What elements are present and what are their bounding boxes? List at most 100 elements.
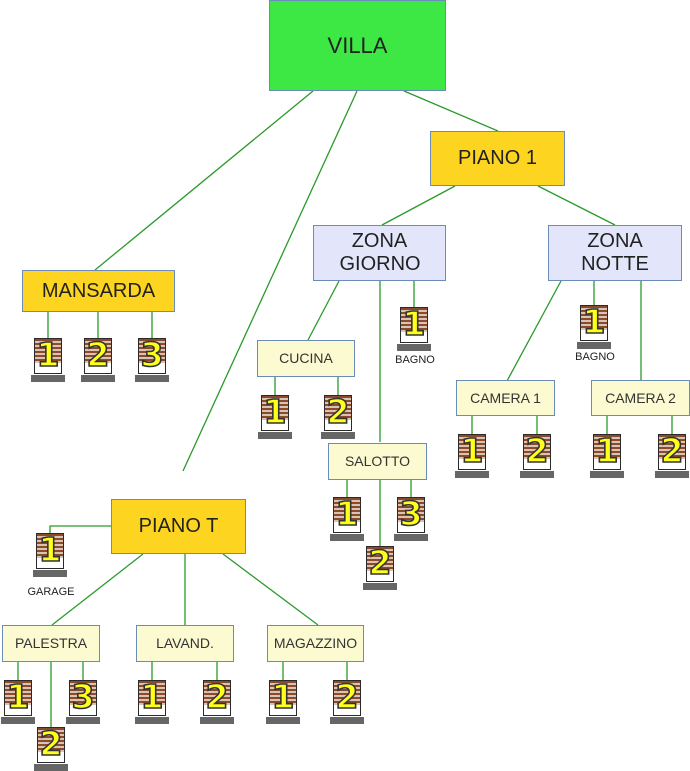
shutter-number: 1: [271, 677, 296, 717]
shutter-base: [200, 717, 234, 724]
shutter-icon[interactable]: 1: [455, 431, 489, 478]
shutter-icon[interactable]: 1: [33, 530, 67, 577]
node-lavand[interactable]: LAVAND.: [136, 625, 234, 662]
shutter-base: [330, 717, 364, 724]
shutter-number: 3: [140, 335, 165, 375]
shutter-base: [397, 344, 431, 351]
node-cucina[interactable]: CUCINA: [257, 340, 355, 377]
shutter-icon[interactable]: 1: [266, 677, 300, 724]
shutter-number: 1: [263, 392, 288, 432]
shutter-icon[interactable]: 3: [66, 677, 100, 724]
connector: [182, 90, 358, 472]
shutter-frame: [203, 680, 231, 716]
node-zona-notte[interactable]: ZONA NOTTE: [548, 225, 682, 281]
shutter-icon[interactable]: 2: [655, 431, 689, 478]
shutter-icon[interactable]: 3: [394, 494, 428, 541]
shutter-number: 2: [39, 724, 64, 764]
node-zona-giorno[interactable]: ZONA GIORNO: [313, 225, 446, 281]
shutter-base: [135, 375, 169, 382]
shutter-frame: [333, 680, 361, 716]
shutter-icon[interactable]: 2: [34, 724, 68, 771]
node-camera-2[interactable]: CAMERA 2: [591, 380, 690, 416]
shutter-number: 1: [36, 335, 61, 375]
shutter-number: 2: [86, 335, 111, 375]
shutter-slats: [139, 681, 165, 705]
caption-bagno-giorno: BAGNO: [395, 354, 435, 366]
shutter-number: 2: [205, 677, 230, 717]
node-label: PIANO 1: [458, 147, 537, 169]
shutter-slats: [85, 339, 111, 363]
shutter-frame: [84, 338, 112, 374]
shutter-frame: [324, 395, 352, 431]
shutter-frame: [261, 395, 289, 431]
shutter-icon[interactable]: 3: [135, 335, 169, 382]
shutter-icon[interactable]: 1: [258, 392, 292, 439]
shutter-icon[interactable]: 1: [590, 431, 624, 478]
shutter-number: 3: [71, 677, 96, 717]
shutter-slats: [38, 728, 64, 752]
shutter-icon[interactable]: 1: [577, 302, 611, 349]
shutter-number: 2: [660, 431, 685, 471]
shutter-base: [321, 432, 355, 439]
node-piano-t[interactable]: PIANO T: [111, 499, 246, 554]
connector: [403, 90, 499, 132]
shutter-base: [577, 342, 611, 349]
caption-bagno-notte: BAGNO: [575, 351, 615, 363]
node-label: SALOTTO: [344, 453, 411, 470]
node-camera-1[interactable]: CAMERA 1: [456, 380, 555, 416]
node-label: MANSARDA: [41, 279, 156, 302]
shutter-frame: [523, 434, 551, 470]
shutter-slats: [204, 681, 230, 705]
shutter-slats: [334, 681, 360, 705]
shutter-icon[interactable]: 2: [330, 677, 364, 724]
shutter-base: [66, 717, 100, 724]
shutter-frame: [69, 680, 97, 716]
shutter-slats: [139, 339, 165, 363]
shutter-icon[interactable]: 1: [330, 494, 364, 541]
shutter-frame: [397, 497, 425, 533]
shutter-icon[interactable]: 1: [135, 677, 169, 724]
shutter-number: 3: [399, 494, 424, 534]
connector: [49, 525, 111, 533]
shutter-number: 1: [582, 302, 607, 342]
shutter-icon[interactable]: 2: [321, 392, 355, 439]
node-label: LAVAND.: [156, 635, 214, 652]
shutter-base: [655, 471, 689, 478]
shutter-icon[interactable]: 2: [520, 431, 554, 478]
connector: [94, 90, 314, 271]
shutter-slats: [325, 396, 351, 420]
shutter-number: 1: [38, 530, 63, 570]
shutter-icon[interactable]: 2: [200, 677, 234, 724]
shutter-frame: [580, 305, 608, 341]
node-label: ZONA NOTTE: [581, 230, 649, 275]
shutter-base: [266, 717, 300, 724]
shutter-number: 1: [595, 431, 620, 471]
node-villa[interactable]: VILLA: [269, 0, 446, 91]
node-piano-1[interactable]: PIANO 1: [430, 131, 565, 186]
shutter-icon[interactable]: 1: [1, 677, 35, 724]
shutter-icon[interactable]: 2: [363, 543, 397, 590]
shutter-icon[interactable]: 2: [81, 335, 115, 382]
shutter-icon[interactable]: 1: [397, 304, 431, 351]
shutter-icon[interactable]: 1: [31, 335, 65, 382]
shutter-number: 2: [326, 392, 351, 432]
shutter-slats: [367, 547, 393, 571]
node-salotto[interactable]: SALOTTO: [328, 443, 427, 480]
shutter-number: 2: [335, 677, 360, 717]
node-palestra[interactable]: PALESTRA: [2, 625, 100, 662]
shutter-frame: [34, 338, 62, 374]
shutter-slats: [70, 681, 96, 705]
shutter-slats: [524, 435, 550, 459]
shutter-number: 2: [368, 543, 393, 583]
connector: [307, 280, 340, 341]
shutter-slats: [270, 681, 296, 705]
shutter-base: [135, 717, 169, 724]
shutter-frame: [333, 497, 361, 533]
shutter-base: [455, 471, 489, 478]
shutter-slats: [594, 435, 620, 459]
shutter-number: 1: [140, 677, 165, 717]
node-magazzino[interactable]: MAGAZZINO: [267, 625, 364, 662]
shutter-frame: [37, 727, 65, 763]
node-mansarda[interactable]: MANSARDA: [22, 270, 175, 312]
